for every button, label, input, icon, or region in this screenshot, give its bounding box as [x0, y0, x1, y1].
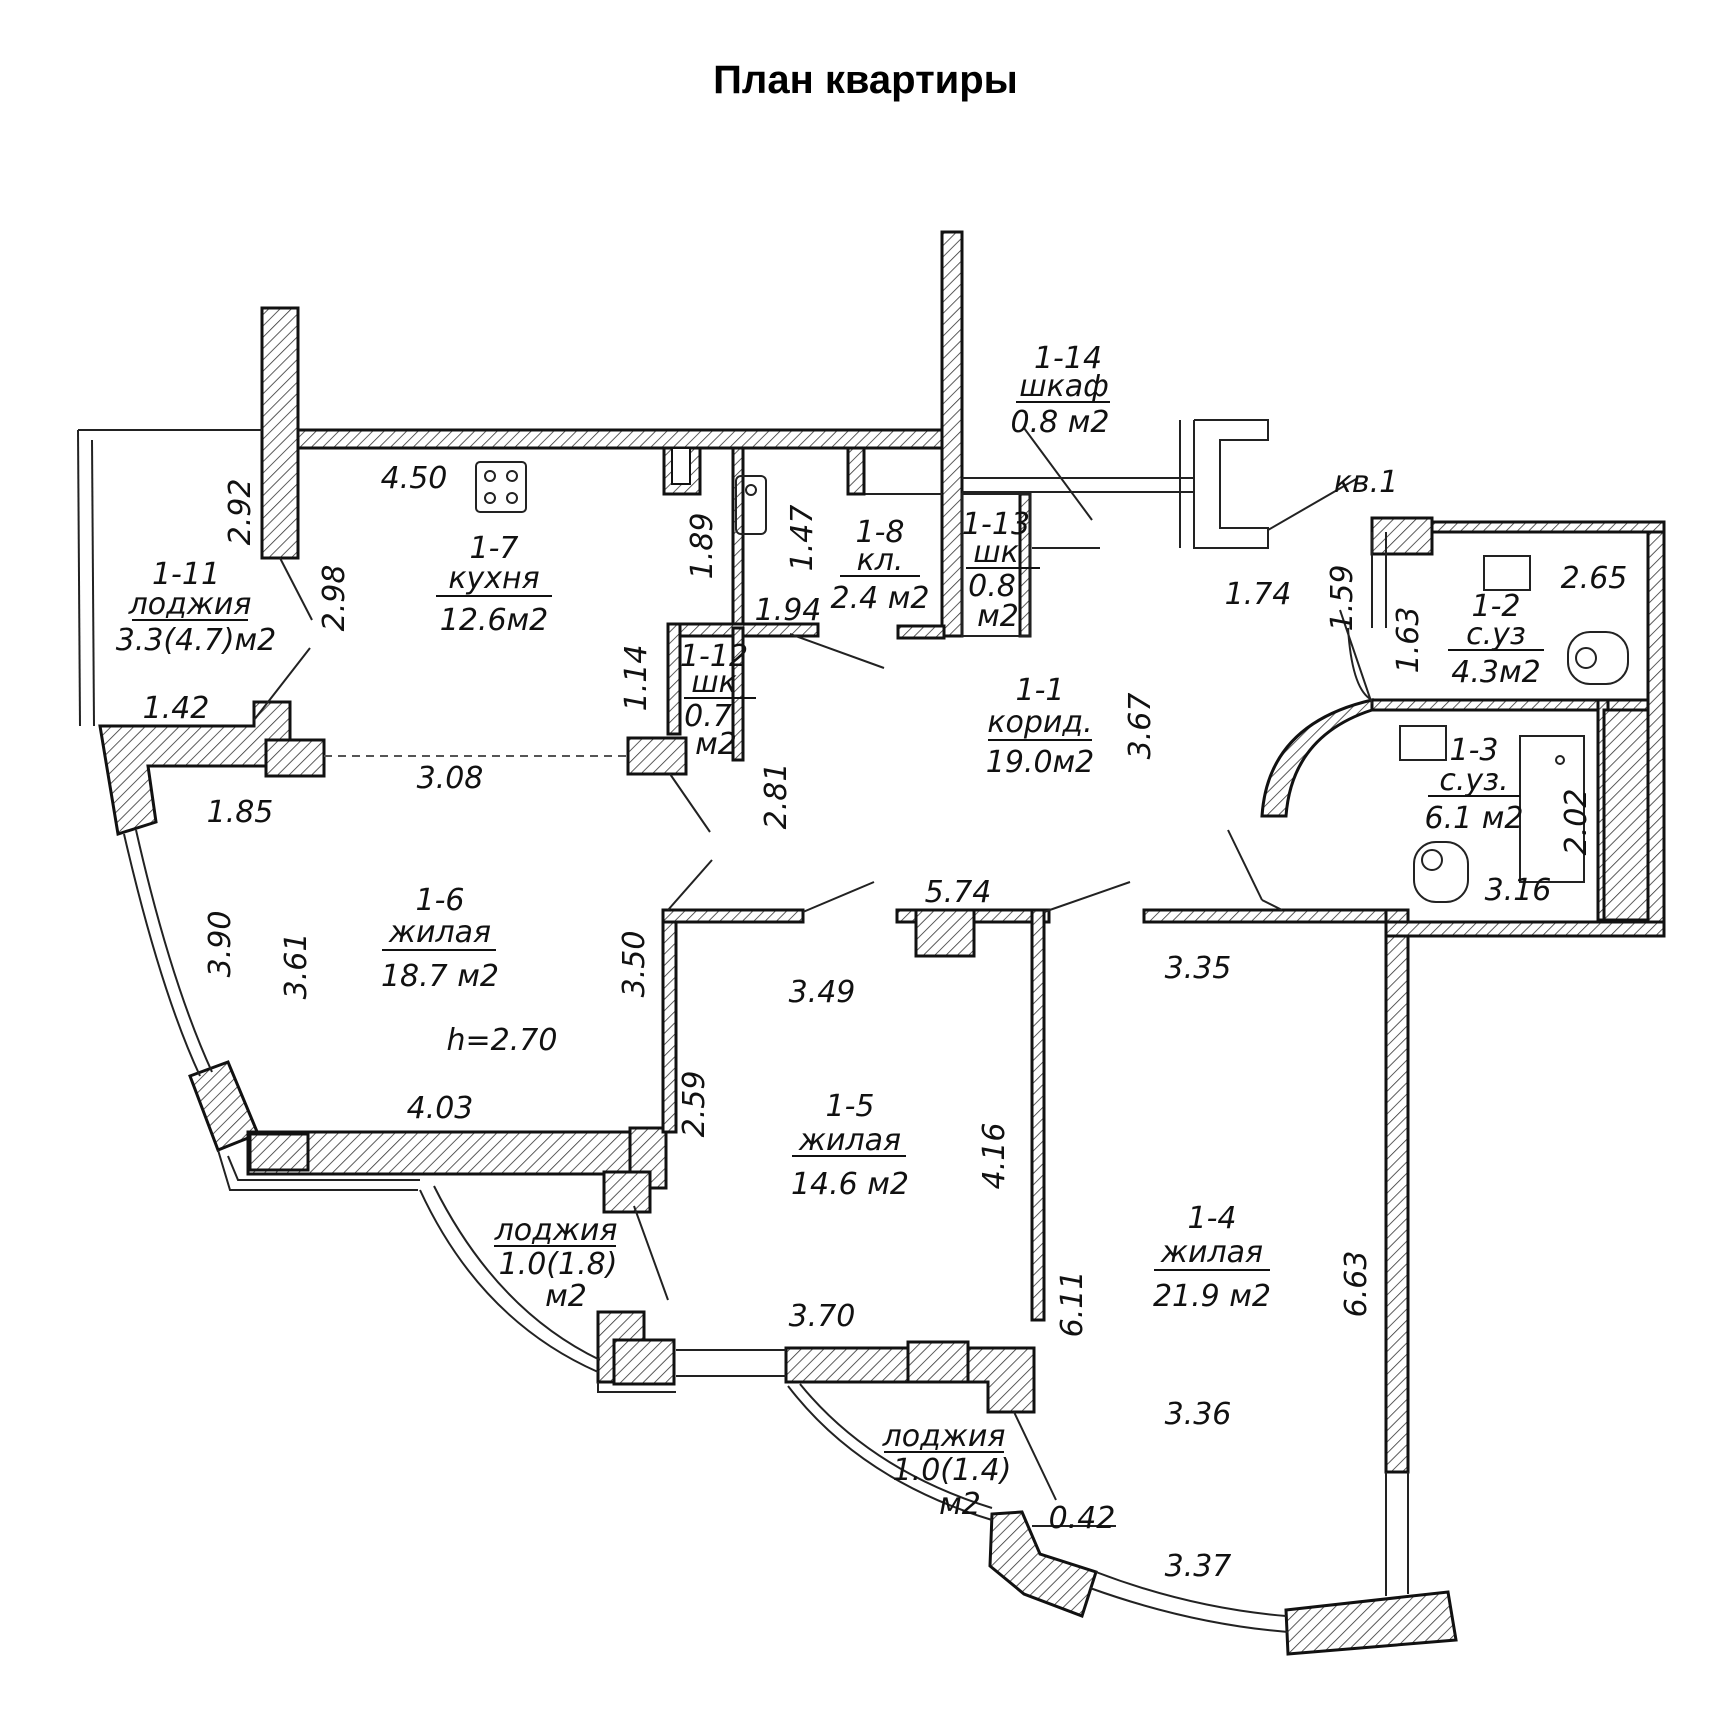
- room-1-8: 1-8 кл. 2.4 м2: [831, 515, 930, 616]
- room-id: 1-14: [1034, 341, 1102, 376]
- room-id: 1-4: [1188, 1201, 1237, 1236]
- room-name: кл.: [857, 543, 904, 578]
- room-area: 12.6м2: [440, 603, 549, 638]
- dimension: 0.42: [1049, 1501, 1116, 1536]
- room-area: 2.4 м2: [831, 581, 930, 616]
- room-1-6: 1-6 жилая 18.7 м2: [381, 883, 499, 994]
- room-area: 19.0м2: [986, 745, 1095, 780]
- dimension: 1.59: [1325, 565, 1360, 632]
- room-id: 1-1: [1016, 673, 1065, 708]
- room-area: 14.6 м2: [791, 1167, 909, 1202]
- dimension: 4.16: [977, 1123, 1012, 1190]
- room-area: 18.7 м2: [381, 959, 499, 994]
- dimension: 1.94: [755, 593, 822, 628]
- dimension: 6.63: [1339, 1251, 1374, 1318]
- dimension: 3.70: [789, 1299, 856, 1334]
- dimension: 2.92: [223, 479, 258, 546]
- glazing-and-fixtures: [77, 419, 1629, 1633]
- dimension: 4.50: [381, 461, 448, 496]
- dimension: 3.50: [617, 931, 652, 998]
- loggia-area: 1.0(1.8): [499, 1247, 618, 1282]
- dimension: 1.89: [685, 513, 720, 580]
- room-1-13: 1-13 шк 0.8 м2: [962, 507, 1040, 634]
- room-area: 3.3(4.7)м2: [116, 623, 277, 658]
- room-area: 0.8: [968, 569, 1016, 604]
- dimension: 3.35: [1165, 951, 1232, 986]
- dimension: 6.11: [1055, 1271, 1090, 1338]
- dimensions: 4.50 2.92 2.98 1.89 1.47 1.94 1.74 1.59 …: [143, 461, 1628, 1584]
- ceiling-height: h=2.70: [447, 1023, 558, 1058]
- room-labels: 1-1 корид. 19.0м2 1-2 с.уз 4.3м2 1-3 с.у…: [116, 341, 1544, 1522]
- loggia-middle: лоджия 1.0(1.8) м2: [494, 1213, 618, 1314]
- apartment-label: кв.1: [1334, 465, 1398, 500]
- dimension: 1.14: [619, 645, 654, 712]
- room-name: жилая: [1160, 1235, 1263, 1270]
- room-area: 0.8 м2: [1011, 405, 1110, 440]
- room-name: корид.: [987, 705, 1092, 740]
- loggia-name: лоджия: [494, 1213, 618, 1248]
- room-1-5: 1-5 жилая 14.6 м2: [791, 1089, 909, 1202]
- dimension: 1.74: [1225, 577, 1292, 612]
- dimension: 3.16: [1485, 873, 1552, 908]
- walls: [98, 230, 1666, 1656]
- page-title: План квартиры: [713, 58, 1018, 102]
- room-area: 0.7: [684, 699, 732, 734]
- room-id: 1-7: [470, 531, 519, 566]
- room-id: 1-2: [1472, 589, 1521, 624]
- room-id: 1-11: [152, 557, 220, 592]
- room-id: 1-5: [826, 1089, 875, 1124]
- loggia-right: лоджия 1.0(1.4) м2: [882, 1419, 1012, 1522]
- dimension: 1.63: [1391, 607, 1426, 674]
- room-unit: м2: [977, 599, 1019, 634]
- room-id: 1-13: [962, 507, 1030, 542]
- room-name: шкаф: [1019, 369, 1109, 404]
- dimension: 3.67: [1123, 693, 1158, 760]
- loggia-unit: м2: [939, 1487, 981, 1522]
- dimension: 2.02: [1559, 789, 1594, 856]
- dimension: 2.59: [677, 1071, 712, 1138]
- room-area: 4.3м2: [1451, 655, 1540, 690]
- room-id: 1-8: [856, 515, 905, 550]
- dimension: 3.61: [279, 933, 314, 1000]
- room-name: лоджия: [128, 587, 252, 622]
- room-name: кухня: [448, 561, 539, 596]
- dimension: 3.90: [203, 911, 238, 978]
- room-area: 6.1 м2: [1425, 801, 1524, 836]
- room-area: 21.9 м2: [1153, 1279, 1271, 1314]
- room-name: с.уз.: [1439, 763, 1508, 798]
- room-1-7: 1-7 кухня 12.6м2: [436, 531, 552, 638]
- dimension: 1.42: [143, 691, 210, 726]
- dimension: 4.03: [407, 1091, 474, 1126]
- room-1-11: 1-11 лоджия 3.3(4.7)м2: [116, 557, 277, 658]
- room-1-1: 1-1 корид. 19.0м2: [986, 673, 1095, 780]
- dimension: 2.98: [317, 565, 352, 632]
- room-name: с.уз: [1466, 617, 1526, 652]
- room-name: шк: [691, 665, 737, 700]
- room-id: 1-6: [416, 883, 465, 918]
- room-1-12: 1-12 шк 0.7 м2: [680, 639, 756, 762]
- room-name: жилая: [388, 915, 491, 950]
- room-name: шк: [973, 535, 1019, 570]
- dimension: 1.47: [785, 505, 820, 572]
- room-id: 1-12: [680, 639, 748, 674]
- room-unit: м2: [695, 727, 737, 762]
- loggia-name: лоджия: [882, 1419, 1006, 1454]
- room-1-4: 1-4 жилая 21.9 м2: [1153, 1201, 1271, 1314]
- loggia-unit: м2: [545, 1279, 587, 1314]
- dimension: 2.81: [759, 763, 794, 830]
- dimension: 3.37: [1165, 1549, 1232, 1584]
- room-1-2: 1-2 с.уз 4.3м2: [1448, 589, 1544, 690]
- room-id: 1-3: [1450, 733, 1499, 768]
- dimension: 1.85: [207, 795, 274, 830]
- room-name: жилая: [798, 1123, 901, 1158]
- dimension: 5.74: [925, 875, 992, 910]
- dimension: 2.65: [1561, 561, 1628, 596]
- dimension: 3.08: [417, 761, 484, 796]
- loggia-area: 1.0(1.4): [893, 1453, 1012, 1488]
- dimension: 3.49: [789, 975, 856, 1010]
- room-1-3: 1-3 с.уз. 6.1 м2: [1425, 733, 1524, 836]
- dimension: 3.36: [1165, 1397, 1232, 1432]
- room-1-14: 1-14 шкаф 0.8 м2: [1011, 341, 1110, 440]
